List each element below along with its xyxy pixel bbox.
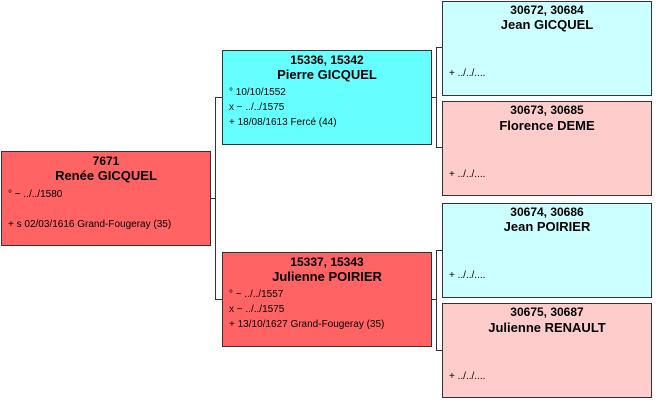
person-name: Renée GICQUEL <box>55 168 157 183</box>
connector-father-vertical <box>436 47 437 148</box>
marriage-event: x ~ ../../1575 <box>229 102 285 113</box>
connector-root-father <box>215 97 222 98</box>
person-card-maternal-grandfather[interactable]: 30674, 30686 Jean POIRIER + ../../.... <box>442 203 652 298</box>
person-ids: 30672, 30684 <box>510 3 584 17</box>
death-event: + ../../.... <box>449 68 486 79</box>
connector-father-ff <box>436 47 442 48</box>
person-ids: 30674, 30686 <box>510 205 584 219</box>
person-name: Julienne POIRIER <box>272 269 382 284</box>
connector-mother-vertical <box>436 250 437 351</box>
death-event: + ../../.... <box>449 270 486 281</box>
death-event: + ../../.... <box>449 371 486 382</box>
person-name: Jean GICQUEL <box>500 17 594 32</box>
person-ids: 7671 <box>92 154 120 168</box>
connector-mother-mf <box>436 250 442 251</box>
death-event: + 13/10/1627 Grand-Fougeray (35) <box>229 319 385 330</box>
connector-root-mother <box>215 299 222 300</box>
connector-mother-stub <box>431 299 437 300</box>
connector-root-stub <box>210 198 216 199</box>
person-card-paternal-grandmother[interactable]: 30673, 30685 Florence DEME + ../../.... <box>442 101 652 196</box>
person-name: Jean POIRIER <box>503 219 591 234</box>
person-card-root[interactable]: 7671 Renée GICQUEL ° ~ ../../1580 + s 02… <box>1 151 211 246</box>
death-event: + 18/08/1613 Fercé (44) <box>229 117 337 128</box>
connector-father-stub <box>431 97 437 98</box>
person-card-paternal-grandfather[interactable]: 30672, 30684 Jean GICQUEL + ../../.... <box>442 1 652 96</box>
person-card-father[interactable]: 15336, 15342 Pierre GICQUEL ° 10/10/1552… <box>222 50 432 145</box>
person-ids: 15337, 15343 <box>290 255 364 269</box>
burial-event: + s 02/03/1616 Grand-Fougeray (35) <box>8 219 172 230</box>
birth-event: ° ~ ../../1580 <box>8 189 63 200</box>
person-name: Julienne RENAULT <box>488 320 606 335</box>
birth-event: ° ~ ../../1557 <box>229 289 284 300</box>
death-event: + ../../.... <box>449 169 486 180</box>
person-name: Florence DEME <box>499 118 595 133</box>
marriage-event: x ~ ../../1575 <box>229 304 285 315</box>
person-card-maternal-grandmother[interactable]: 30675, 30687 Julienne RENAULT + ../../..… <box>442 303 652 398</box>
person-ids: 30673, 30685 <box>510 103 584 117</box>
person-ids: 15336, 15342 <box>290 53 364 67</box>
connector-root-vertical <box>215 97 216 300</box>
birth-event: ° 10/10/1552 <box>229 87 286 98</box>
connector-mother-mm <box>436 350 442 351</box>
person-card-mother[interactable]: 15337, 15343 Julienne POIRIER ° ~ ../../… <box>222 252 432 347</box>
connector-father-fm <box>436 147 442 148</box>
person-ids: 30675, 30687 <box>510 305 584 319</box>
person-name: Pierre GICQUEL <box>277 67 377 82</box>
